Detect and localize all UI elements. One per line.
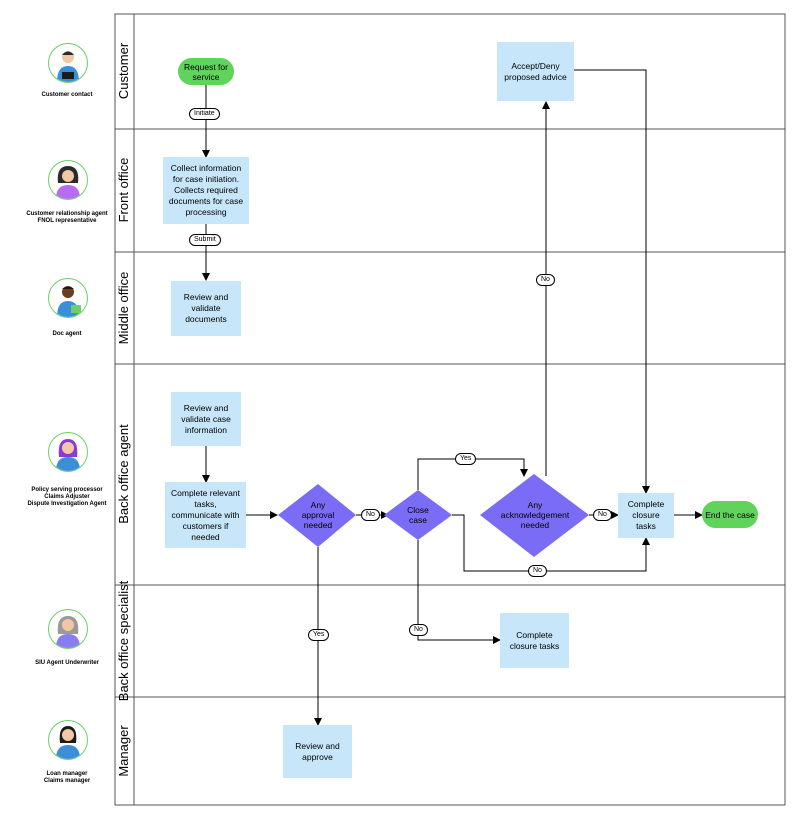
avatar-back-office-agent: [48, 432, 88, 472]
person-icon: [57, 51, 79, 82]
avatar-manager: [48, 720, 88, 760]
lane-title-manager: Manager: [116, 725, 131, 777]
decision-label-any-acknowledgement: Any acknowledgement needed: [500, 500, 570, 530]
task-collect-information: Collect information for case initiation.…: [163, 157, 249, 224]
lane-title-front-office: Front office: [116, 158, 131, 223]
avatar-customer-contact: [48, 43, 88, 83]
end-the-case: End the case: [702, 501, 758, 528]
avatar-back-office-specialist: [48, 609, 88, 649]
edge-label-submit: Submit: [189, 234, 221, 246]
task-complete-relevant-tasks: Complete relevant tasks, communicate wit…: [165, 482, 246, 548]
task-review-and-approve: Review and approve: [283, 725, 352, 778]
edge-label-yes-approval-manager: Yes: [308, 629, 330, 641]
edge-label-no-accept: No: [536, 274, 555, 286]
edge-label-yes-close-ack: Yes: [455, 453, 477, 465]
edge-close-to-complete: [452, 514, 650, 572]
person-icon: [57, 286, 81, 317]
lane-title-middle-office: Middle office: [116, 272, 131, 345]
avatar-front-office: [48, 160, 88, 200]
edge-label-no-close-specialist: No: [409, 624, 428, 636]
decision-label-any-approval: Any approval needed: [301, 500, 335, 530]
lane-title-back-office-specialist: Back office specialist: [116, 580, 131, 701]
role-label-customer: Customer contact: [41, 92, 93, 98]
decision-any-acknowledgement: [480, 474, 589, 557]
edge-accept-to-complete: [574, 69, 650, 494]
lane-title-customer: Customer: [116, 42, 131, 99]
person-icon: [56, 726, 80, 759]
decision-close-case: [384, 490, 452, 540]
role-label-front-office: Customer relationship agent FNOL represe…: [26, 211, 108, 224]
edge-close-to-specialist: [417, 540, 501, 644]
person-icon: [56, 616, 80, 648]
role-label-back-office-agent: Policy serving processor Claims Adjuster…: [27, 487, 107, 507]
role-label-back-office-specialist: SIU Agent Underwriter: [35, 660, 99, 666]
person-icon: [56, 439, 80, 471]
edge-label-no-ack-complete: No: [593, 509, 612, 521]
avatar-middle-office: [48, 278, 88, 318]
task-accept-deny-advice: Accept/Deny proposed advice: [497, 42, 574, 101]
person-icon: [56, 166, 80, 199]
decision-any-approval: [278, 484, 356, 547]
edge-label-no-approval-close: No: [361, 509, 380, 521]
lane-title-back-office-agent: Back office agent: [116, 424, 131, 524]
role-label-manager: Loan manager Claims manager: [43, 771, 91, 784]
task-complete-closure-specialist: Complete closure tasks: [500, 613, 569, 668]
swimlane-frame: [114, 13, 786, 806]
decision-label-close-case: Close case: [407, 505, 429, 525]
edge-label-no-close-complete: No: [528, 565, 547, 577]
task-review-validate-case: Review and validate case information: [171, 392, 241, 446]
task-complete-closure-agent: Complete closure tasks: [618, 493, 674, 538]
task-review-validate-documents: Review and validate documents: [171, 281, 241, 336]
role-label-middle-office: Doc agent: [52, 331, 82, 337]
edge-label-initiate: Initiate: [189, 108, 220, 120]
start-request-for-service: Request for service: [178, 58, 234, 85]
